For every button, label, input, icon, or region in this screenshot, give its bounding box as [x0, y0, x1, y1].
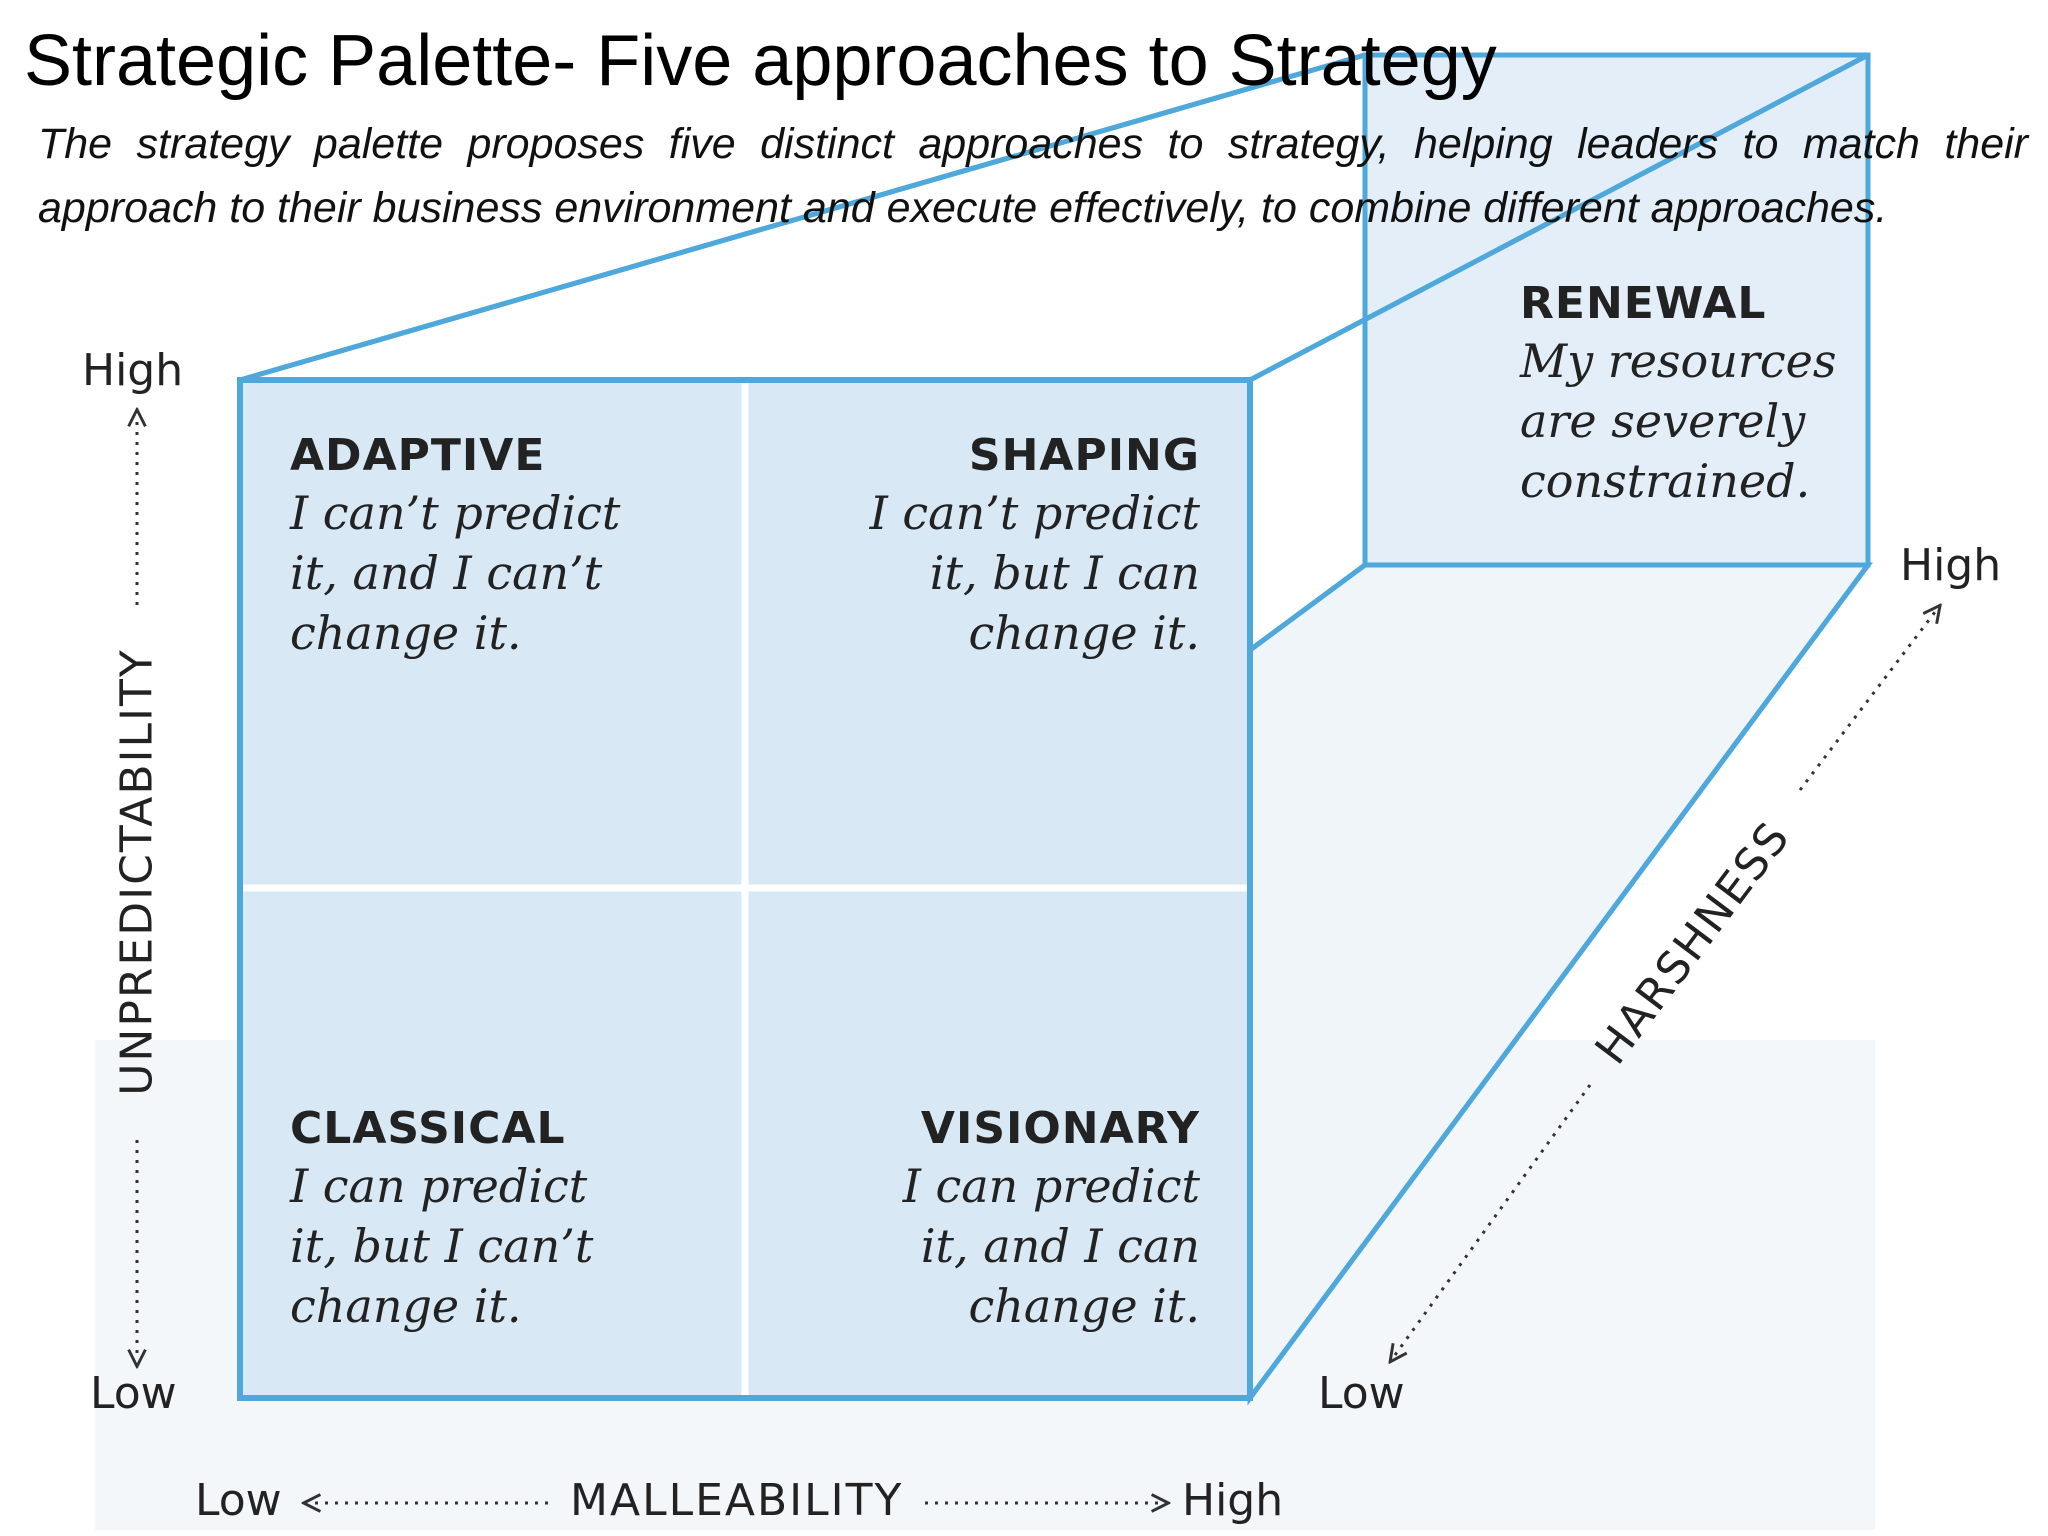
quadrant-classical-name: CLASSICAL	[290, 1103, 566, 1154]
quadrant-adaptive-line-1: I can’t predict	[290, 486, 621, 540]
quadrant-shaping: SHAPING I can’t predict it, but I can ch…	[855, 430, 1200, 663]
quadrant-adaptive-name: ADAPTIVE	[290, 430, 546, 481]
harshness-high-label: High	[1900, 540, 2002, 591]
quadrant-visionary-name: VISIONARY	[920, 1103, 1200, 1154]
quadrant-classical-line-3: change it.	[290, 1279, 522, 1333]
quadrant-visionary-line-3: change it.	[968, 1279, 1200, 1333]
harshness-low-label: Low	[1318, 1368, 1405, 1419]
quadrant-classical-line-2: it, but I can’t	[290, 1219, 594, 1273]
malleability-high-label: High	[1182, 1475, 1284, 1526]
quadrant-shaping-name: SHAPING	[968, 430, 1200, 481]
quadrant-classical-line-1: I can predict	[290, 1159, 588, 1213]
quadrant-classical: CLASSICAL I can predict it, but I can’t …	[290, 1103, 630, 1336]
quadrant-renewal: RENEWAL My resources are severely constr…	[1520, 278, 1860, 511]
edge-top-left	[239, 52, 1366, 383]
quadrant-renewal-name: RENEWAL	[1520, 278, 1767, 329]
renewal-back-face	[1362, 52, 1871, 568]
quadrant-renewal-line-3: constrained.	[1520, 454, 1811, 508]
unpredictability-low-label: Low	[90, 1368, 177, 1419]
quadrant-visionary-line-2: it, and I can	[920, 1219, 1200, 1273]
page-subtitle: The strategy palette proposes five disti…	[38, 120, 2028, 232]
quadrant-classical-bg	[240, 885, 745, 1398]
quadrant-renewal-line-1: My resources	[1520, 334, 1837, 388]
unpredictability-axis-title: UNPREDICTABILITY	[111, 648, 163, 1096]
page-title: Strategic Palette- Five approaches to St…	[24, 21, 1497, 101]
quadrant-adaptive-line-3: change it.	[290, 606, 522, 660]
quadrant-shaping-bg	[745, 380, 1250, 885]
quadrant-visionary: VISIONARY I can predict it, and I can ch…	[855, 1103, 1200, 1336]
unpredictability-high-label: High	[82, 345, 184, 396]
quadrant-visionary-line-1: I can predict	[902, 1159, 1200, 1213]
edge-mid-right	[1248, 562, 1367, 653]
edge-bottom-right	[1247, 563, 1871, 1400]
harshness-arrow-up	[1798, 612, 1935, 791]
quadrant-visionary-bg	[745, 885, 1250, 1398]
quadrant-renewal-line-2: are severely	[1520, 394, 1806, 448]
malleability-axis-title: MALLEABILITY	[570, 1475, 904, 1526]
quadrant-shaping-line-2: it, but I can	[929, 546, 1200, 600]
quadrant-adaptive: ADAPTIVE I can’t predict it, and I can’t…	[290, 430, 630, 663]
quadrant-adaptive-line-2: it, and I can’t	[290, 546, 603, 600]
cube-front-face	[237, 377, 1253, 1401]
malleability-low-label: Low	[195, 1475, 282, 1526]
quadrant-shaping-line-1: I can’t predict	[869, 486, 1200, 540]
edge-top-right	[1248, 52, 1870, 383]
quadrant-shaping-line-3: change it.	[968, 606, 1200, 660]
quadrant-adaptive-bg	[240, 380, 745, 885]
